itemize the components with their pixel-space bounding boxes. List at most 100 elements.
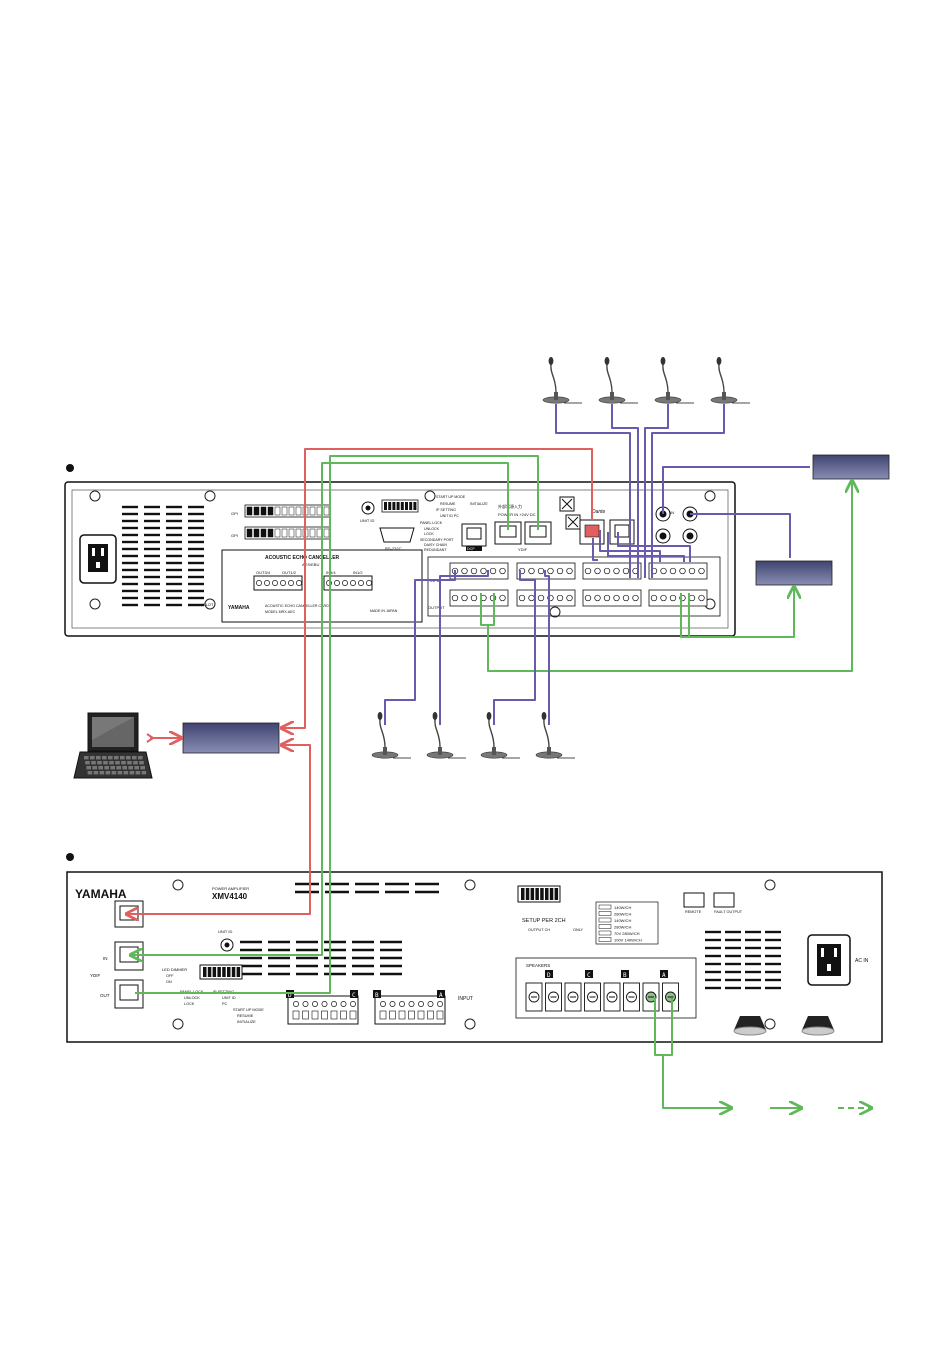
svg-text:D: D xyxy=(288,992,292,999)
svg-text:B: B xyxy=(623,972,627,979)
speaker-terminals xyxy=(525,982,679,1012)
svg-text:DCP: DCP xyxy=(467,547,475,551)
svg-text:REDUNDANT: REDUNDANT xyxy=(424,548,447,552)
svg-text:RS-232C: RS-232C xyxy=(385,546,402,551)
spec-row-label: 100V 140W/CH xyxy=(614,938,642,943)
purple-mic-top-4 xyxy=(651,404,725,578)
svg-text:C: C xyxy=(587,972,591,979)
amp-brand: YAMAHA xyxy=(75,887,127,901)
remote-connector xyxy=(683,892,735,908)
ceiling-speaker-1 xyxy=(733,1016,767,1036)
amp-ac-inlet xyxy=(807,934,851,986)
svg-text:SPEAKERS: SPEAKERS xyxy=(526,963,550,968)
spec-row-label: 70V 280W/CH xyxy=(614,931,640,936)
network-switch-box xyxy=(182,722,280,754)
external-device-middle-right xyxy=(755,560,833,586)
svg-text:IN1/2: IN1/2 xyxy=(353,570,363,575)
svg-text:D: D xyxy=(547,972,551,979)
svg-text:IP SETTING: IP SETTING xyxy=(436,508,456,512)
svg-text:UNIT ID: UNIT ID xyxy=(218,929,232,934)
unit-id-rotary: UNIT ID xyxy=(360,501,375,523)
svg-text:DAISY CHAIN: DAISY CHAIN xyxy=(424,543,447,547)
svg-text:AC IN: AC IN xyxy=(855,958,869,964)
svg-text:OUTPUT: OUTPUT xyxy=(428,605,445,610)
svg-text:ACOUSTIC ECHO CANCELLER CARD: ACOUSTIC ECHO CANCELLER CARD xyxy=(265,604,329,608)
svg-text:ACOUSTIC ECHO CANCELLER: ACOUSTIC ECHO CANCELLER xyxy=(265,555,340,561)
svg-text:SECONDARY PORT: SECONDARY PORT xyxy=(420,538,454,542)
svg-text:LED DIMMER: LED DIMMER xyxy=(162,967,187,972)
spec-row-label: 140W/CH xyxy=(614,905,631,910)
svg-text:MODEL MRX-AEC: MODEL MRX-AEC xyxy=(265,610,296,614)
svg-text:INPUT: INPUT xyxy=(458,996,473,1002)
svg-text:IN: IN xyxy=(103,956,108,961)
purple-mic-bottom-3 xyxy=(493,594,536,725)
svg-text:POWER IN +24V DC: POWER IN +24V DC xyxy=(498,512,536,517)
svg-text:YDIF: YDIF xyxy=(518,547,528,552)
rs232c-port: RS-232C xyxy=(379,527,415,551)
cables xyxy=(128,404,870,1108)
microphones xyxy=(371,357,750,759)
svg-text:START UP MODE: START UP MODE xyxy=(233,1008,264,1012)
svg-text:外部電源入力: 外部電源入力 xyxy=(498,503,522,509)
svg-text:UNIT ID: UNIT ID xyxy=(360,518,374,523)
purple-mic-top-1 xyxy=(555,404,631,578)
svg-text:SLOT: SLOT xyxy=(203,602,214,607)
speaker-channel-letters: D C B A xyxy=(545,970,668,979)
laptop-icon xyxy=(73,712,153,779)
ceiling-speaker-2 xyxy=(801,1016,835,1036)
svg-text:C: C xyxy=(352,992,356,999)
external-device-top-right xyxy=(812,454,890,480)
switch-boxes xyxy=(559,496,581,530)
svg-text:UNLOCK: UNLOCK xyxy=(424,527,440,531)
red-cable-amp xyxy=(143,745,311,915)
dcp-port: DCP xyxy=(461,523,487,551)
amp-input-terminals: D C B A xyxy=(286,990,446,1025)
svg-text:YAMAHA: YAMAHA xyxy=(228,605,250,611)
svg-text:Dante: Dante xyxy=(592,509,606,515)
svg-text:PC: PC xyxy=(222,1002,228,1006)
gpi-label-2: GPI xyxy=(231,533,238,538)
io-terminals xyxy=(449,562,708,607)
ydif-ports: YDIF xyxy=(494,521,552,552)
amp-model: XMV4140 xyxy=(212,892,248,901)
svg-text:OUTPUT CH: OUTPUT CH xyxy=(528,928,550,932)
amp-product-type: POWER AMPLIFIER xyxy=(212,886,249,891)
svg-text:OFF: OFF xyxy=(166,974,174,978)
spec-row-label: 280W/CH xyxy=(614,925,631,930)
svg-text:INITIALIZE: INITIALIZE xyxy=(237,1020,256,1024)
svg-text:SETUP PER 2CH: SETUP PER 2CH xyxy=(522,918,566,924)
svg-text:INITIALIZE: INITIALIZE xyxy=(470,502,488,506)
gpi-label: GPI xyxy=(231,511,238,516)
svg-text:OUT1/2: OUT1/2 xyxy=(282,570,297,575)
dip-switches xyxy=(381,499,419,513)
svg-text:A: A xyxy=(662,972,666,979)
svg-text:ONLY: ONLY xyxy=(573,928,584,932)
svg-text:YDIF: YDIF xyxy=(90,973,101,978)
svg-text:PANEL LOCK: PANEL LOCK xyxy=(420,521,443,525)
svg-text:ON: ON xyxy=(166,980,172,984)
green-output-mid-box xyxy=(680,588,794,638)
svg-text:AES/EBU: AES/EBU xyxy=(302,562,319,567)
green-ydif-out xyxy=(135,455,539,994)
purple-st-in-1 xyxy=(662,466,810,514)
svg-text:B: B xyxy=(375,992,379,999)
vent-slots xyxy=(122,505,204,607)
spec-row-label: 140W/CH xyxy=(614,918,631,923)
svg-text:IN3/4: IN3/4 xyxy=(326,570,336,575)
svg-text:LOCK: LOCK xyxy=(424,532,434,536)
svg-text:UNIT ID PC: UNIT ID PC xyxy=(440,514,459,518)
amplifier-rear-panel: YAMAHA POWER AMPLIFIER XMV4140 IN YDIF O… xyxy=(66,853,883,1043)
gpi-terminals: GPI GPI xyxy=(231,504,331,540)
svg-text:REMOTE: REMOTE xyxy=(685,910,702,914)
svg-text:OUT3/4: OUT3/4 xyxy=(256,570,271,575)
green-ydif-in xyxy=(132,462,509,955)
svg-text:RESUME: RESUME xyxy=(237,1014,254,1018)
svg-text:FAULT OUTPUT: FAULT OUTPUT xyxy=(714,910,743,914)
amp-unit-id: UNIT ID xyxy=(218,929,234,952)
amp-dip xyxy=(199,964,243,980)
purple-mic-top-2 xyxy=(611,404,639,578)
processor-small-labels: START UP MODE RESUME INITIALIZE IP SETTI… xyxy=(203,495,674,610)
